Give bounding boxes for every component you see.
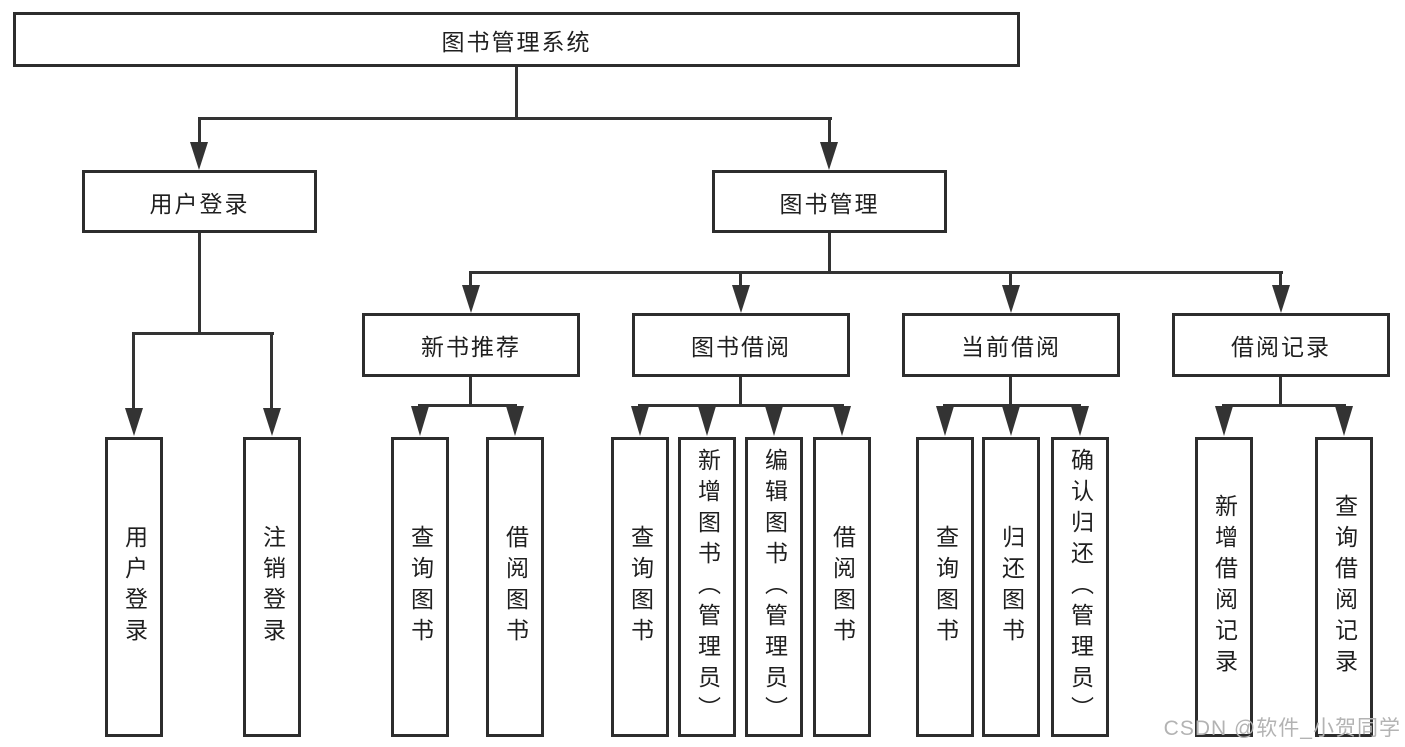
node-label: 编辑图书（管理员）: [761, 447, 788, 727]
connector-line: [198, 117, 201, 145]
connector-line: [469, 271, 1283, 274]
node-current-borrowing: 当前借阅: [902, 313, 1120, 377]
connector-line: [1279, 377, 1282, 406]
leaf-query-books-current: 查询图书: [916, 437, 974, 737]
connector-line: [1279, 271, 1282, 287]
arrow-down-icon: [1002, 285, 1020, 313]
connector-line: [515, 67, 518, 118]
connector-line: [418, 404, 517, 407]
arrow-down-icon: [1215, 406, 1233, 436]
node-label: 当前借阅: [961, 334, 1061, 360]
node-new-book-recommendation: 新书推荐: [362, 313, 580, 377]
arrow-down-icon: [263, 408, 281, 436]
arrow-down-icon: [125, 408, 143, 436]
arrow-down-icon: [190, 142, 208, 170]
leaf-user-login: 用户登录: [105, 437, 163, 737]
connector-line: [828, 117, 831, 145]
node-label: 借阅图书: [829, 525, 856, 649]
connector-line: [1222, 404, 1346, 407]
node-label: 查询图书: [627, 525, 654, 649]
arrow-down-icon: [1272, 285, 1290, 313]
arrow-down-icon: [506, 406, 524, 436]
arrow-down-icon: [765, 406, 783, 436]
node-label: 注销登录: [259, 525, 286, 649]
leaf-query-books-recommend: 查询图书: [391, 437, 449, 737]
arrow-down-icon: [411, 406, 429, 436]
arrow-down-icon: [1002, 406, 1020, 436]
node-label: 用户登录: [149, 190, 250, 217]
connector-line: [469, 377, 472, 406]
connector-line: [132, 332, 135, 408]
node-book-management: 图书管理: [712, 170, 947, 233]
leaf-confirm-return-admin: 确认归还（管理员）: [1051, 437, 1109, 737]
node-label: 借阅图书: [502, 525, 529, 649]
leaf-add-books-admin: 新增图书（管理员）: [678, 437, 736, 737]
connector-line: [1009, 377, 1012, 406]
connector-line: [943, 404, 1081, 407]
node-label: 新增图书（管理员）: [694, 447, 721, 727]
connector-line: [828, 233, 831, 273]
watermark: CSDN @软件_小贺同学: [1163, 717, 1401, 740]
connector-line: [1009, 271, 1012, 287]
node-label: 借阅记录: [1231, 334, 1331, 360]
leaf-logout: 注销登录: [243, 437, 301, 737]
arrow-down-icon: [698, 406, 716, 436]
connector-line: [270, 332, 273, 408]
node-user-login: 用户登录: [82, 170, 317, 233]
connector-line: [198, 233, 201, 334]
connector-line: [132, 332, 274, 335]
arrow-down-icon: [462, 285, 480, 313]
node-label: 归还图书: [998, 525, 1025, 649]
connector-line: [739, 377, 742, 406]
arrow-down-icon: [1071, 406, 1089, 436]
node-borrowing-records: 借阅记录: [1172, 313, 1390, 377]
node-label: 图书管理: [779, 190, 880, 217]
arrow-down-icon: [631, 406, 649, 436]
node-label: 查询图书: [407, 525, 434, 649]
connector-line: [638, 404, 844, 407]
node-label: 图书管理系统: [441, 28, 592, 55]
connector-line: [739, 271, 742, 287]
arrow-down-icon: [1335, 406, 1353, 436]
node-library-management-system: 图书管理系统: [13, 12, 1020, 67]
arrow-down-icon: [820, 142, 838, 170]
node-label: 确认归还（管理员）: [1067, 447, 1094, 727]
leaf-borrow-books-recommend: 借阅图书: [486, 437, 544, 737]
node-label: 查询图书: [932, 525, 959, 649]
leaf-query-books-borrowing: 查询图书: [611, 437, 669, 737]
arrow-down-icon: [936, 406, 954, 436]
arrow-down-icon: [732, 285, 750, 313]
node-label: 用户登录: [121, 525, 148, 649]
leaf-add-borrow-record: 新增借阅记录: [1195, 437, 1253, 737]
leaf-borrow-books: 借阅图书: [813, 437, 871, 737]
connector-line: [469, 271, 472, 287]
node-label: 新增借阅记录: [1211, 494, 1238, 680]
node-label: 新书推荐: [421, 334, 521, 360]
leaf-edit-books-admin: 编辑图书（管理员）: [745, 437, 803, 737]
connector-line: [198, 117, 832, 120]
node-book-borrowing: 图书借阅: [632, 313, 850, 377]
leaf-query-borrow-record: 查询借阅记录: [1315, 437, 1373, 737]
leaf-return-books: 归还图书: [982, 437, 1040, 737]
node-label: 图书借阅: [691, 334, 791, 360]
arrow-down-icon: [833, 406, 851, 436]
node-label: 查询借阅记录: [1331, 494, 1358, 680]
